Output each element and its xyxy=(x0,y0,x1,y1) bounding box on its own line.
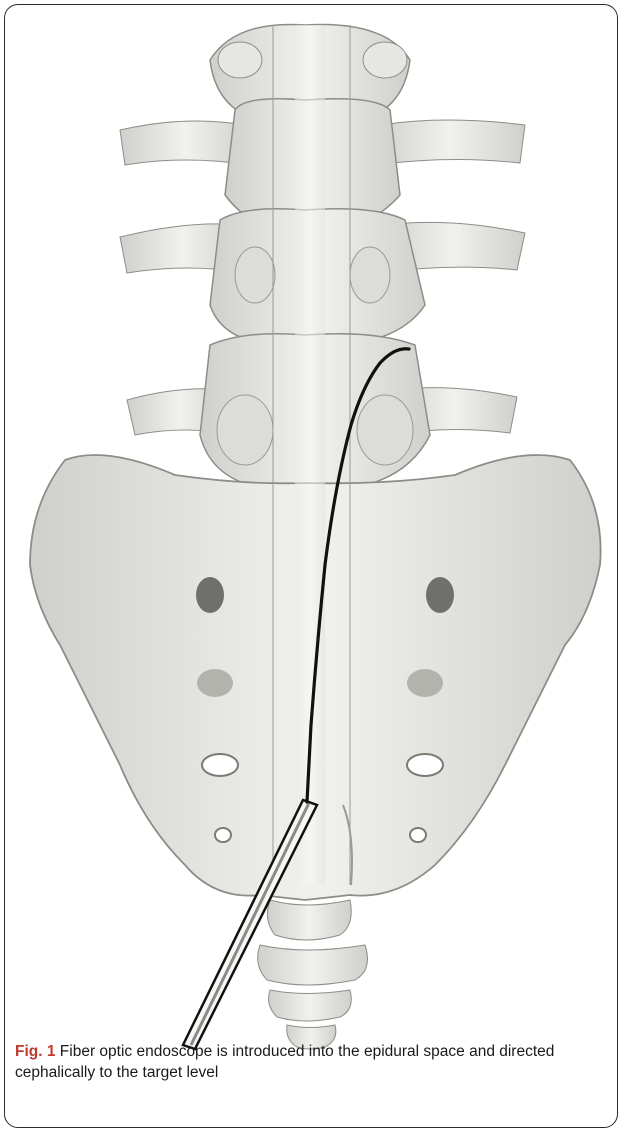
figure-label: Fig. 1 xyxy=(15,1043,55,1060)
figure-caption: Fig. 1 Fiber optic endoscope is introduc… xyxy=(15,1041,611,1083)
figure-frame: Fig. 1 Fiber optic endoscope is introduc… xyxy=(4,4,618,1128)
coccyx xyxy=(258,900,368,1049)
spine-illustration xyxy=(5,5,618,1069)
figure-caption-text: Fiber optic endoscope is introduced into… xyxy=(15,1043,554,1081)
